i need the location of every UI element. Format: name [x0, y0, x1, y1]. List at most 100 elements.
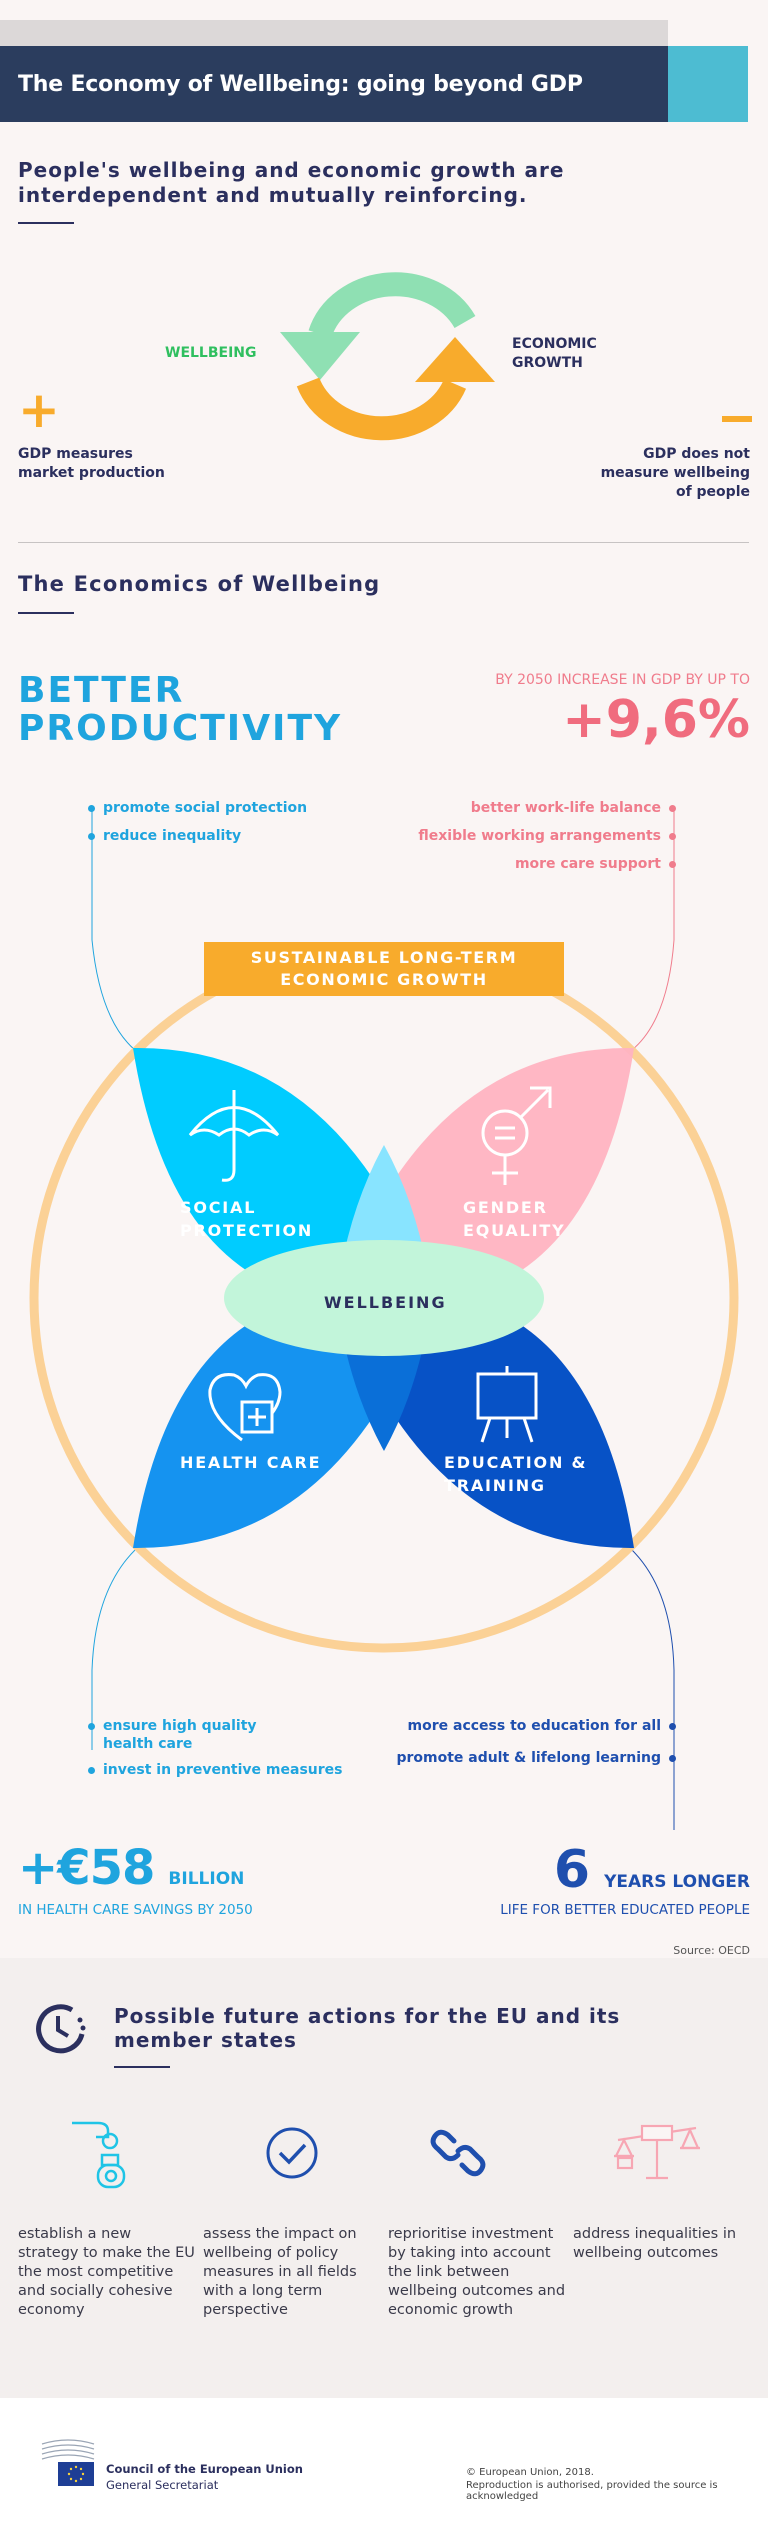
education-life-stat: 6 YEARS LONGER: [554, 1840, 750, 1900]
social-line-1: SOCIAL: [180, 1198, 257, 1217]
connector-line: [91, 1549, 136, 1750]
wellbeing-center-label: WELLBEING: [324, 1293, 447, 1312]
bullet-dot: [669, 832, 676, 840]
gender-icon: [481, 1086, 552, 1185]
intro-underline: [18, 222, 74, 224]
bullet-text: better work-life balance: [470, 800, 661, 816]
banner-line-2: ECONOMIC GROWTH: [280, 970, 488, 989]
bullet-item: more access to education for all: [396, 1716, 676, 1736]
education-life-value: 6: [553, 1840, 591, 1900]
bullet-dot: [88, 1722, 95, 1730]
bullet-dot: [669, 1754, 676, 1762]
gdp-not-line-2: measure wellbeing: [600, 465, 750, 481]
cycle-wellbeing-label: WELLBEING: [165, 345, 257, 361]
left-top-bullets: promote social protection reduce inequal…: [88, 798, 307, 846]
bullet-dot: [88, 1766, 95, 1774]
bullet-item: better work-life balance: [418, 798, 676, 818]
bullet-dot: [669, 860, 676, 868]
minus-sign: [722, 416, 752, 422]
productivity-line-1: BETTER: [18, 670, 185, 711]
sustainable-growth-banner: SUSTAINABLE LONG-TERM ECONOMIC GROWTH: [204, 942, 564, 996]
right-top-bullets: better work-life balance flexible workin…: [418, 798, 676, 874]
gender-line-2: EQUALITY: [463, 1221, 566, 1240]
bullet-text: promote adult & lifelong learning: [396, 1750, 661, 1766]
social-line-2: PROTECTION: [180, 1221, 314, 1240]
bullet-text: more care support: [514, 856, 661, 872]
wellbeing-center: [224, 1240, 544, 1356]
actions-underline: [114, 2066, 170, 2068]
gdp-measures-text: GDP measures market production: [18, 445, 165, 483]
bullet-item: more care support: [418, 854, 676, 874]
footer-org-sub: General Secretariat: [106, 2478, 219, 2492]
gender-line-1: GENDER: [463, 1198, 548, 1217]
gdp-measures-line-1: GDP measures: [18, 446, 133, 462]
health-savings-stat: +€58 BILLION: [18, 1840, 244, 1896]
gdp-not-line-3: of people: [675, 484, 750, 500]
bullet-dot: [669, 1722, 676, 1730]
source-note: Source: OECD: [673, 1944, 750, 1957]
bullet-text: more access to education for all: [407, 1718, 661, 1734]
header-top-strip: [0, 20, 668, 48]
footer-copyright: © European Union, 2018.: [466, 2467, 594, 2478]
title-accent-block: [668, 46, 748, 122]
social-protection-label: SOCIAL PROTECTION: [180, 1196, 313, 1242]
connector-line: [631, 1549, 675, 1830]
chain-link-icon: [430, 2129, 486, 2177]
gdp-not-line-1: GDP does not: [643, 446, 750, 462]
cycle-economic-growth-label: ECONOMIC GROWTH: [512, 335, 597, 373]
bullet-continuation: health care: [88, 1736, 342, 1752]
productivity-line-2: PRODUCTIVITY: [18, 708, 343, 749]
right-bottom-bullets: more access to education for all promote…: [396, 1716, 676, 1768]
bullet-item: invest in preventive measures: [88, 1760, 342, 1780]
health-care-label: HEALTH CARE: [180, 1453, 322, 1472]
title-bar: The Economy of Wellbeing: going beyond G…: [0, 46, 668, 122]
actions-title: Possible future actions for the EU and i…: [114, 2004, 620, 2052]
footer: [0, 2398, 768, 2522]
gender-equality-label: GENDER EQUALITY: [463, 1196, 565, 1242]
actions-title-line-1: Possible future actions for the EU and i…: [114, 2004, 621, 2028]
action-item-2-text: assess the impact on wellbeing of policy…: [203, 2226, 357, 2318]
page-title: The Economy of Wellbeing: going beyond G…: [18, 71, 583, 97]
flower-diagram: [29, 808, 739, 1830]
gdp-caption: BY 2050 INCREASE IN GDP BY UP TO: [495, 672, 750, 688]
gdp-measures-line-2: market production: [18, 465, 165, 481]
connector-line: [631, 808, 675, 1051]
bullet-text: reduce inequality: [103, 828, 242, 844]
cycle-arrows-icon: [280, 272, 495, 441]
bullet-item: promote adult & lifelong learning: [396, 1748, 676, 1768]
bullet-text: flexible working arrangements: [418, 828, 661, 844]
bullet-item: ensure high quality: [88, 1716, 342, 1736]
economics-title: The Economics of Wellbeing: [18, 572, 381, 596]
check-circle-icon: [266, 2127, 318, 2179]
action-item-3-text: reprioritise investment by taking into a…: [388, 2226, 566, 2318]
footer-org-name: Council of the European Union: [106, 2462, 303, 2476]
gdp-value: +9,6%: [562, 690, 750, 750]
section-divider: [18, 542, 749, 543]
education-training-label: EDUCATION & TRAINING: [444, 1451, 587, 1497]
education-life-caption: LIFE FOR BETTER EDUCATED PEOPLE: [500, 1902, 750, 1918]
banner-line-1: SUSTAINABLE LONG-TERM: [250, 948, 518, 967]
cycle-growth-label: GROWTH: [512, 355, 583, 371]
health-savings-caption: IN HEALTH CARE SAVINGS BY 2050: [18, 1902, 253, 1918]
umbrella-icon: [188, 1090, 280, 1182]
bullet-dot: [669, 804, 676, 812]
bullet-text: ensure high quality: [103, 1718, 257, 1734]
intro-text: People's wellbeing and economic growth a…: [18, 158, 565, 207]
education-line-1: EDUCATION &: [444, 1453, 588, 1472]
economics-underline: [18, 612, 74, 614]
hand-coin-icon: [72, 2121, 126, 2189]
plus-sign: +: [18, 381, 60, 439]
council-logo-icon: [41, 2439, 95, 2486]
education-line-2: TRAINING: [444, 1476, 546, 1495]
footer-reproduction: Reproduction is authorised, provided the…: [466, 2480, 718, 2502]
actions-title-line-2: member states: [114, 2028, 297, 2052]
actions-section: [0, 1958, 768, 2398]
better-productivity: BETTER PRODUCTIVITY: [18, 672, 342, 748]
bullet-text: promote social protection: [103, 800, 308, 816]
gdp-does-not-text: GDP does not measure wellbeing of people: [601, 445, 750, 502]
bullet-text: invest in preventive measures: [103, 1762, 343, 1778]
action-item-1-text: establish a new strategy to make the EU …: [18, 2226, 195, 2318]
health-savings-value: +€58: [18, 1840, 155, 1896]
cycle-economic-label: ECONOMIC: [512, 336, 597, 352]
presentation-board-icon: [476, 1366, 538, 1443]
